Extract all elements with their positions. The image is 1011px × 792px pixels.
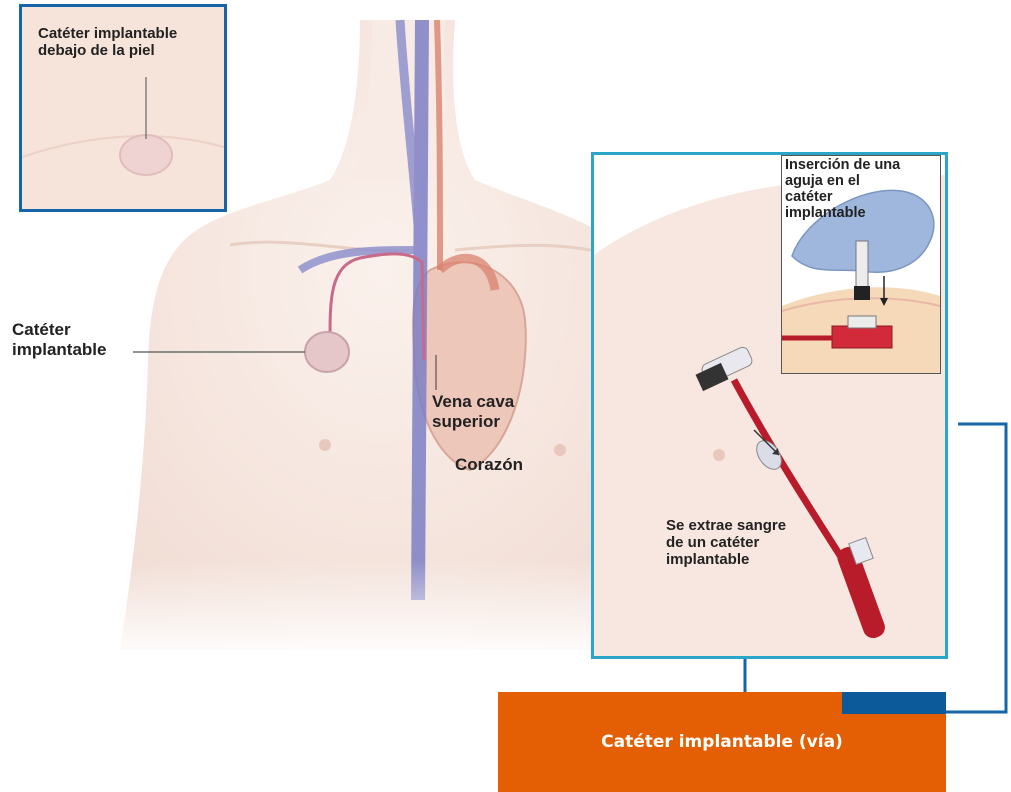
caption-accent-bar (842, 692, 946, 714)
port-device (305, 332, 349, 372)
vena-cava-label: Vena cava superior (432, 392, 514, 432)
nipple-right (554, 444, 566, 456)
vena-cava (418, 20, 422, 600)
needle-insertion-label: Inserción de una aguja en el catéter imp… (785, 157, 900, 221)
port-label: Catéter implantable (12, 320, 106, 360)
inset-blood-draw: Inserción de una aguja en el catéter imp… (591, 152, 948, 659)
carotid-artery (437, 20, 440, 270)
port-reservoir (832, 326, 892, 348)
blood-draw-label: Se extrae sangre de un catéter implantab… (666, 517, 786, 568)
heart-label: Corazón (455, 455, 523, 475)
caption-text: Catéter implantable (vía) (601, 732, 843, 752)
inset-port-label: Catéter implantable debajo de la piel (38, 25, 177, 59)
nipple-left (319, 439, 331, 451)
inset-needle-insertion: Inserción de una aguja en el catéter imp… (781, 155, 941, 374)
inset-port-under-skin: Catéter implantable debajo de la piel (19, 4, 227, 212)
inset-port-bump (120, 135, 172, 175)
